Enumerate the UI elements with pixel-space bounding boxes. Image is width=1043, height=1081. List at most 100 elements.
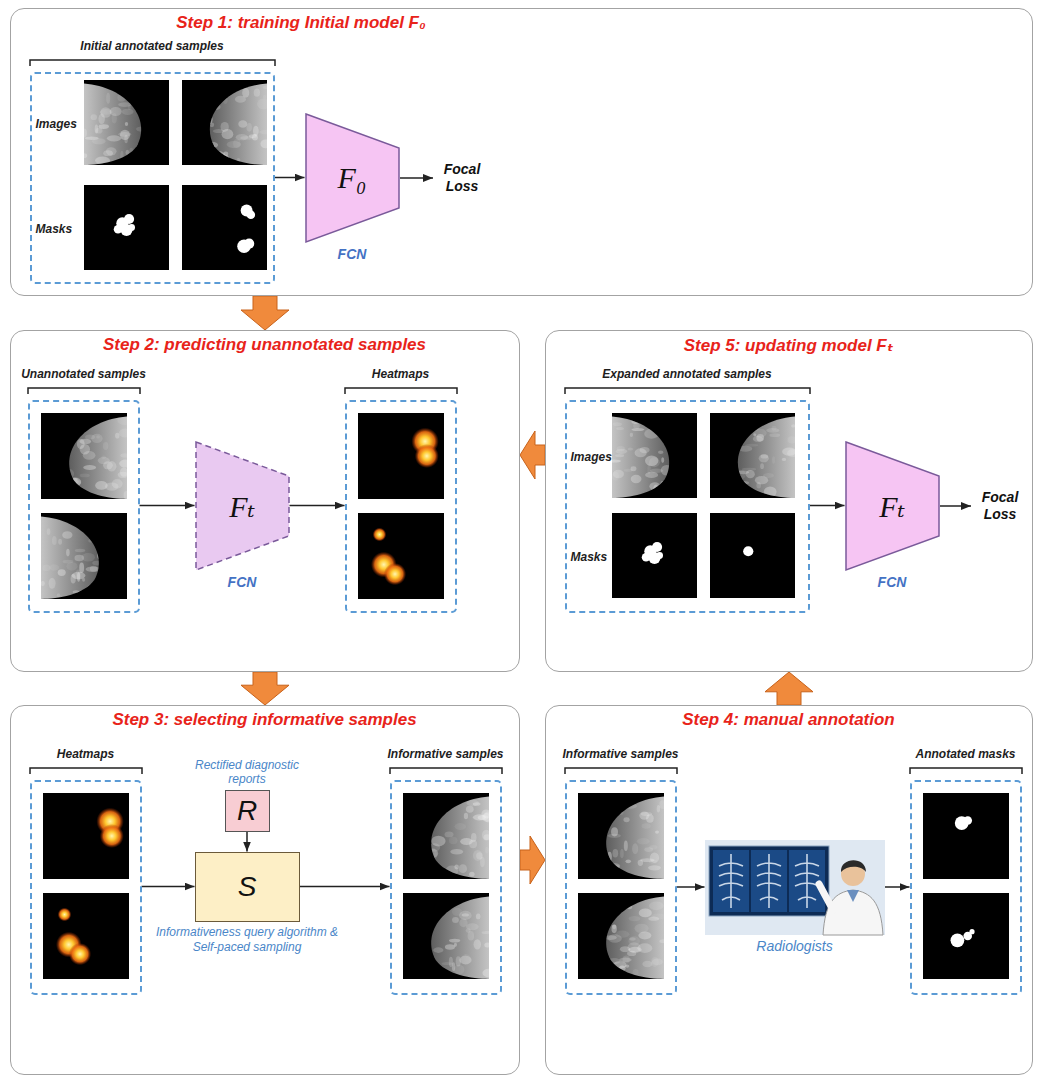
row-label: Masks [571,550,608,564]
tissue-spot [627,951,636,956]
mask-image [923,893,1009,979]
tissue-spot [638,860,643,866]
step-panel: HeatmapsRRectified diagnostic reportsSIn… [10,705,520,1075]
trapezoid-outline [306,114,399,242]
tissue-spot [645,456,658,466]
tissue-spot [772,456,775,463]
breast-texture [607,416,674,496]
tissue-spot [736,436,746,439]
tissue-spot [745,444,758,447]
tissue-spot [787,436,796,443]
tissue-spot [449,957,453,967]
breast-texture [63,415,132,499]
tissue-spot [106,93,110,104]
tissue-spot [763,473,774,478]
tissue-spot [52,536,57,545]
tissue-spot [645,472,658,478]
network-name: FCN [878,574,907,590]
tissue-spot [735,481,747,487]
mammogram-image [403,793,492,879]
sample-group: Unannotated samples [28,400,140,613]
sample-group: Initial annotated samplesImagesMasks [30,72,275,284]
tissue-spot [449,837,458,845]
tissue-spot [613,961,627,969]
flow-arrow [520,836,545,884]
sample-group: Informative samples [390,780,502,995]
tissue-spot [645,416,652,425]
group-heading: Heatmaps [372,367,429,381]
flow-arrow [520,431,545,479]
group-heading: Annotated masks [915,747,1015,761]
tissue-spot [425,904,438,910]
group-heading: Heatmaps [57,747,114,761]
breast-texture [425,895,495,978]
tissue-spot [70,432,82,436]
step-title: Step 5: updating model Fₜ [546,335,1031,356]
tissue-spot [430,808,445,814]
xray-bones [795,854,819,908]
tissue-spot [599,962,613,972]
data-arrow [290,505,345,507]
group-bracket [910,768,1022,774]
tissue-spot [77,480,81,485]
tissue-spot [432,906,441,916]
mask-blob [114,225,123,234]
tissue-spot [606,863,620,869]
group-bracket [565,768,677,774]
tissue-spot [76,569,81,579]
tissue-spot [63,483,77,488]
image-ground [84,80,169,165]
tissue-spot [469,872,474,877]
tissue-spot [85,590,89,594]
breast-shape [606,896,664,979]
data-arrow [142,886,195,888]
breast-shape [69,416,127,499]
tissue-spot [644,429,659,439]
report-box: RRectified diagnostic reports [225,790,270,832]
tissue-spot [253,126,259,136]
tissue-spot [103,461,113,469]
tissue-spot [454,823,466,830]
breast-shape [606,796,664,879]
mask-blob [124,214,134,224]
tissue-spot [431,908,438,911]
tissue-spot [118,102,132,107]
heat-blob [69,943,91,965]
tissue-spot [263,85,271,89]
tissue-spot [97,552,103,559]
tissue-spot [120,453,130,457]
tissue-spot [133,94,142,97]
shirt [847,890,859,902]
image-ground [41,513,127,599]
tissue-spot [473,802,481,805]
tissue-spot [651,957,659,967]
tissue-spot [206,142,218,148]
tissue-spot [83,523,89,529]
module-note: Rectified diagnostic reports [187,758,307,787]
module-letter: R [237,795,257,827]
mammogram-image [182,80,274,165]
tissue-spot [435,971,445,979]
tissue-spot [615,972,628,976]
tissue-spot [62,531,72,539]
image-ground [923,793,1009,879]
lightbox [709,846,829,916]
module-note: Informativeness query algorithm & Self-p… [147,925,347,955]
breast-shape [612,416,669,498]
tissue-spot [120,151,123,161]
sample-group: Annotated masks [910,780,1022,995]
breast-shape [431,796,489,879]
heat-blob [100,824,124,848]
tissue-spot [766,428,779,433]
mammogram-image [578,793,667,879]
tissue-spot [80,439,92,445]
network-block: FₜFCN [195,441,290,571]
flow-arrow [241,672,289,705]
tissue-spot [616,800,620,804]
image-ground [358,513,444,599]
tissue-spot [648,917,659,921]
group-bracket [345,388,457,394]
mask-image [710,513,795,598]
tissue-spot [91,434,102,443]
